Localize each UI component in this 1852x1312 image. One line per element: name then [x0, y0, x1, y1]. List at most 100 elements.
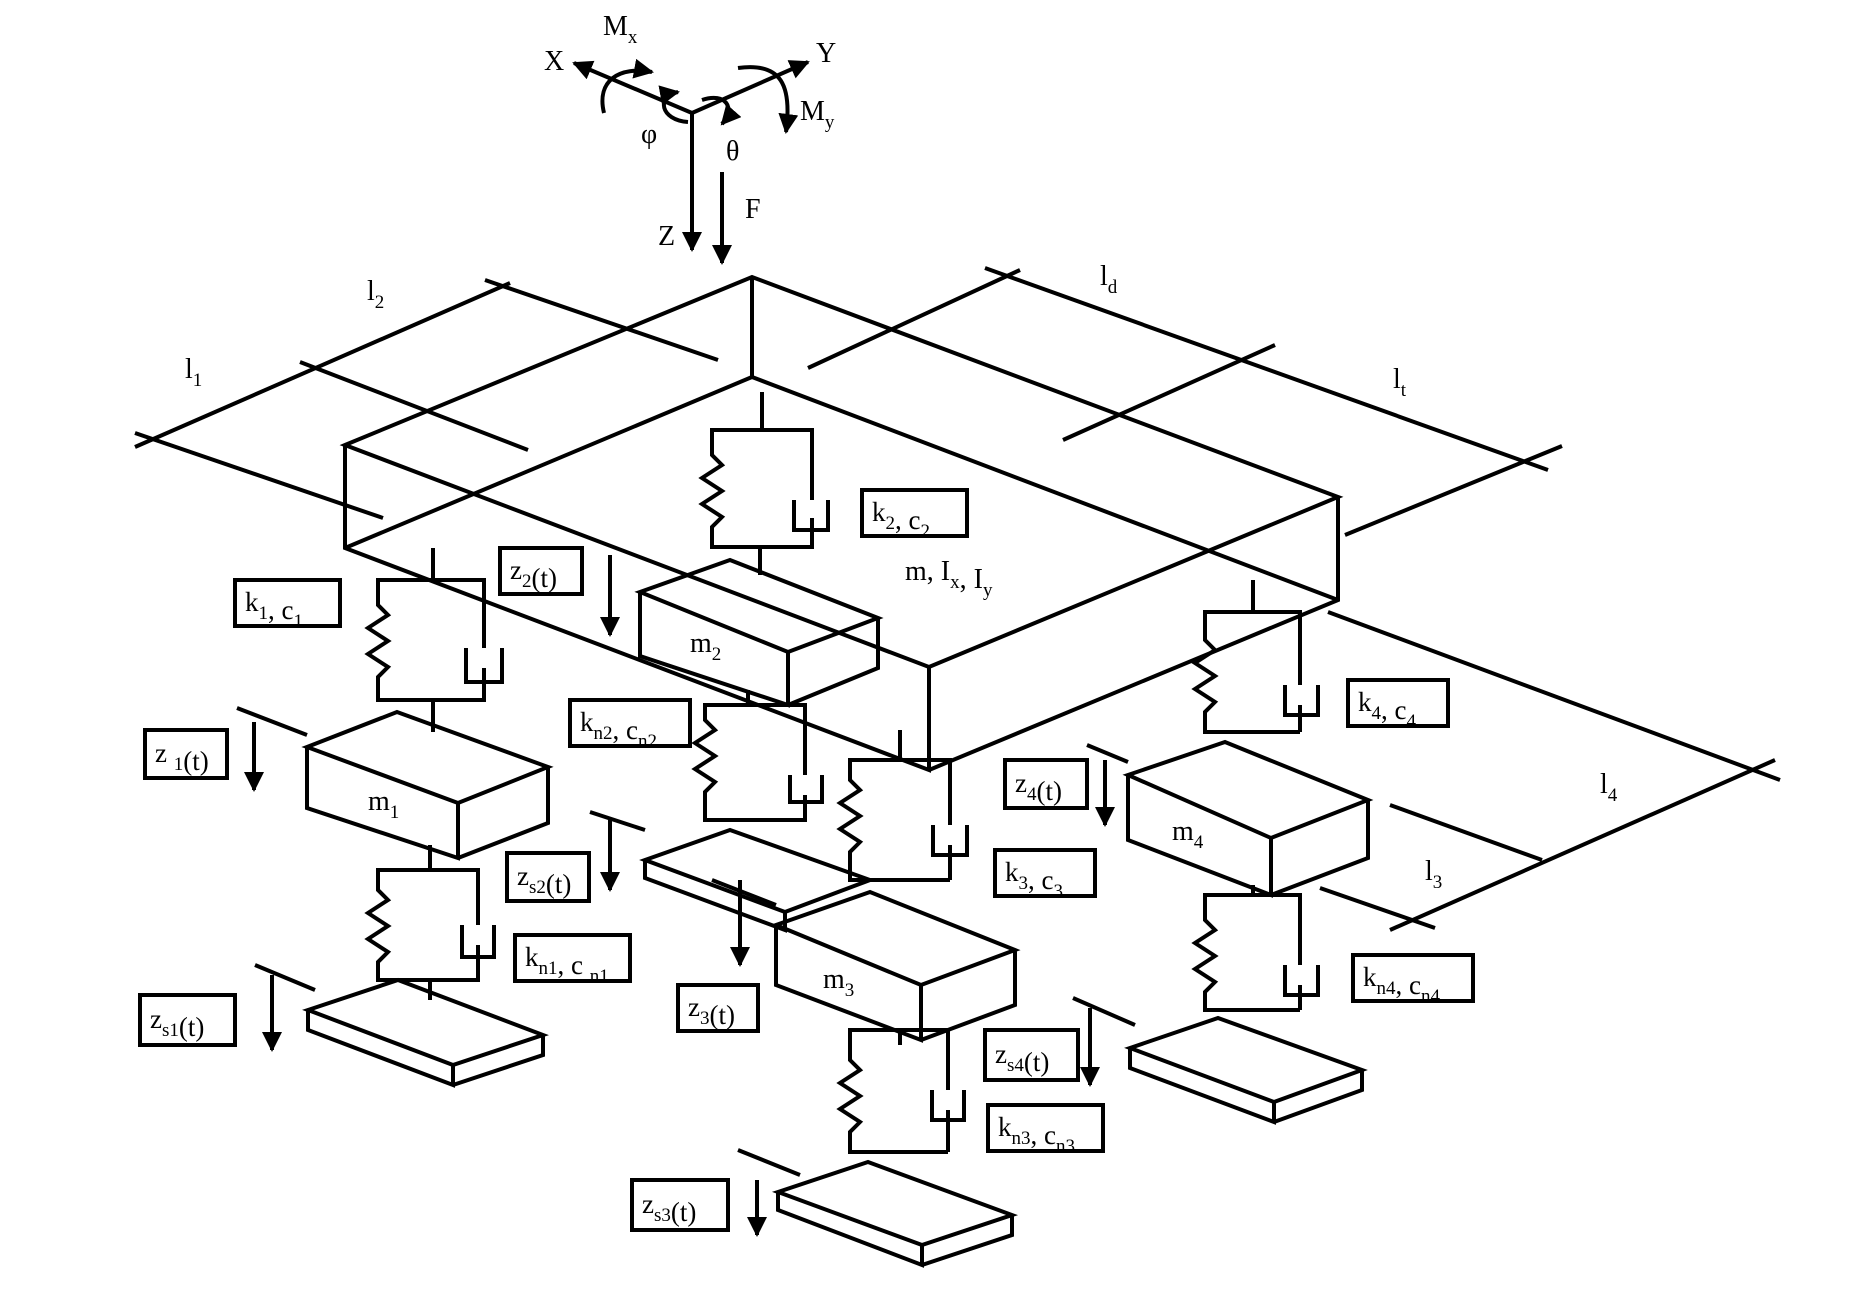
displacement-box-zs3-text: zs3(t): [642, 1189, 696, 1227]
param-box-k3c3-text-text: k: [1005, 857, 1019, 887]
displacement-box-zs3-text-subscript: s3: [654, 1205, 671, 1226]
main-body-label-text: , I: [960, 564, 983, 595]
main-body-label: m, Ix, Iy: [905, 556, 993, 601]
param-box-kn4cn4: kn4, cn4: [1351, 953, 1475, 1007]
param-box-kn1cn1-text-subscript: n1: [590, 966, 609, 987]
m2-ref-line: [589, 810, 646, 832]
param-box-kn3cn3-text-text: , c: [1031, 1120, 1057, 1150]
displacement-box-z1-frame: [143, 728, 229, 780]
mass-label-m2-subscript: 2: [712, 644, 722, 665]
param-box-k4c4: k4, c4: [1346, 678, 1450, 732]
spring-kn1: [364, 845, 432, 1000]
axis-label-mx: Mx: [603, 11, 638, 48]
param-box-k1c1-text-text: k: [245, 587, 259, 617]
zs3-ref-line: [737, 1148, 801, 1177]
y-axis: [691, 60, 810, 115]
m1-ref-line: [236, 706, 308, 737]
mass-block-m3: [770, 889, 1021, 1043]
param-box-kn4cn4-text: kn4, cn4: [1363, 962, 1440, 1007]
displacement-box-zs1-text: zs1(t): [150, 1004, 204, 1042]
dimension-label-l1-subscript: 1: [193, 370, 203, 391]
displacement-box-zs2-text-text: z: [517, 861, 529, 891]
damper-cn4: [1253, 893, 1320, 1010]
axis-label-my-subscript: y: [825, 112, 835, 133]
mass-block-m2: [634, 557, 884, 708]
param-box-kn4cn4-frame: [1351, 953, 1475, 1003]
mass-label-m4-text: m: [1172, 816, 1194, 847]
displacement-box-z3-text: z3(t): [688, 992, 735, 1030]
param-box-k2c2-text-text: k: [872, 497, 886, 527]
param-box-k2c2-text-subscript: 2: [920, 521, 930, 542]
param-box-k4c4-text-subscript: 4: [1406, 711, 1416, 732]
suspension-unit-2: [589, 392, 876, 967]
dimension-label-ld-text: l: [1100, 261, 1108, 292]
ground-plate-4: [1124, 1015, 1368, 1125]
displacement-box-zs3-frame: [630, 1178, 730, 1232]
param-box-k1c1: k1, c1: [233, 578, 342, 632]
displacement-box-zs1: zs1(t): [138, 993, 237, 1047]
coordinate-system: [572, 58, 810, 265]
displacement-box-z4-text-text: z: [1015, 768, 1027, 798]
spring-k2: [698, 392, 764, 575]
left-extension-line-3: [484, 278, 719, 362]
dimension-label-l2: l2: [367, 276, 384, 313]
mass-label-m1-text: m: [368, 786, 390, 817]
displacement-box-z1: z 1(t): [143, 728, 229, 780]
main-body-front-left-face: [343, 445, 931, 773]
displacement-box-z2-frame: [498, 546, 584, 596]
displacement-box-zs3-text-text: z: [642, 1189, 654, 1219]
dimension-label-l4-subscript: 4: [1608, 785, 1618, 806]
damper-c3: [900, 758, 969, 880]
param-box-k1c1-text-text: , c: [268, 595, 294, 625]
m3-ref-line: [711, 878, 777, 907]
mass-label-m3: m3: [823, 964, 854, 1001]
param-box-kn2cn2-text-subscript: n2: [638, 731, 657, 752]
l4-dimension-line: [1327, 610, 1781, 782]
spring-k4: [1191, 580, 1300, 734]
dimension-label-lt-text: l: [1393, 364, 1401, 395]
dimension-label-l3-text: l: [1425, 856, 1433, 887]
displacement-box-zs3: zs3(t): [630, 1178, 730, 1232]
param-box-kn1cn1-frame: [513, 933, 632, 983]
param-box-kn3cn3-text-subscript: n3: [1056, 1136, 1075, 1157]
displacement-box-zs3-text-text: (t): [671, 1197, 696, 1227]
suspension-unit-3: [711, 730, 1021, 1268]
displacement-box-z1-text: z 1(t): [155, 738, 209, 776]
displacement-box-zs2-frame: [505, 851, 591, 903]
displacement-box-z3-text-text: z: [688, 992, 700, 1022]
param-box-k4c4-text: k4, c4: [1358, 687, 1416, 732]
ld-extension-line: [807, 268, 1021, 370]
main-body-front-right-face: [928, 497, 1340, 772]
suspension-unit-4: [1072, 580, 1374, 1125]
displacement-box-zs1-frame: [138, 993, 237, 1047]
param-box-kn3cn3-text: kn3, cn3: [998, 1112, 1075, 1157]
param-box-k2c2-text-text: , c: [895, 505, 921, 535]
param-box-k4c4-text-subscript: 4: [1372, 703, 1382, 724]
dimension-label-l2-subscript: 2: [375, 292, 385, 313]
axis-label-phi: φ: [641, 119, 657, 150]
left-extension-line-1: [134, 431, 384, 520]
mass-label-m2-text: m: [690, 628, 712, 659]
param-box-k2c2-text: k2, c2: [872, 497, 930, 542]
zs1-ref-line: [254, 963, 316, 992]
phi-rotation-arrow: [658, 85, 689, 124]
spring-kn3: [836, 1028, 948, 1154]
m2-front: [638, 592, 790, 708]
displacement-box-zs4: zs4(t): [983, 1028, 1080, 1082]
main-body: [339, 274, 1344, 773]
displacement-box-z1-text-subscript: 1: [174, 754, 184, 775]
ground-plate-3: [771, 1159, 1019, 1268]
axis-label-mx-text: M: [603, 11, 628, 42]
param-box-kn1cn1-text-subscript: n1: [539, 958, 558, 979]
mass-label-m4: m4: [1172, 816, 1204, 853]
param-box-k4c4-text-text: k: [1358, 687, 1372, 717]
damper-c4: [1253, 610, 1320, 732]
zs4-ref-line: [1072, 996, 1136, 1027]
axis-label-my: My: [800, 96, 835, 133]
right-extension-line: [1062, 343, 1276, 442]
displacement-box-z2-text-text: (t): [531, 563, 556, 593]
param-box-kn1cn1-text-text: , c: [558, 950, 590, 980]
param-box-k3c3-frame: [993, 848, 1097, 898]
